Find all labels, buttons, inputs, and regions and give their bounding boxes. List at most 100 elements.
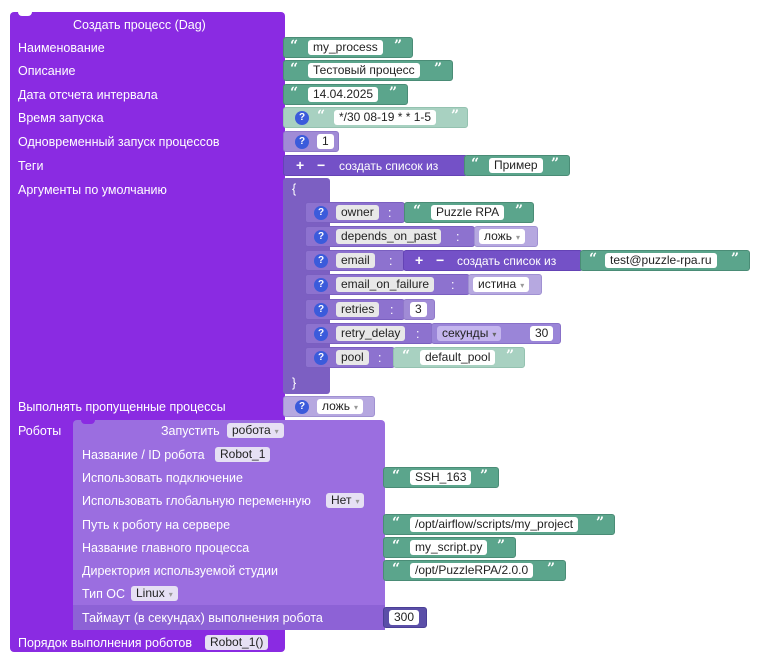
dict-close-brace: } [292,376,297,390]
order-label: Порядок выполнения роботов [18,636,192,650]
delay-key[interactable]: retry_delay [336,326,406,341]
description-input[interactable]: Тестовый процесс [308,63,420,78]
chevron-down-icon: ▾ [168,590,173,599]
add-item-icon[interactable]: + [296,157,305,173]
chevron-down-icon: ▾ [492,330,497,339]
robot-id-input[interactable]: Robot_1 [215,447,271,462]
email-list-block[interactable]: + − создать список из [403,250,583,271]
timeout-input[interactable]: 300 [389,610,420,625]
help-icon[interactable]: ? [314,351,328,365]
conn-input[interactable]: SSH_163 [410,470,472,485]
owner-input[interactable]: Puzzle RPA [431,205,505,220]
date-input[interactable]: 14.04.2025 [308,87,379,102]
tags-text-block[interactable]: “ Пример ” [464,155,570,176]
studio-text-block[interactable]: “ /opt/PuzzleRPA/2.0.0 ” [383,560,566,581]
main-text-block[interactable]: “ my_script.py ” [383,537,516,558]
retries-key[interactable]: retries [336,302,380,317]
help-icon[interactable]: ? [295,135,309,149]
delay-time-block[interactable]: секунды▾ 30 [431,323,561,344]
dict-row-failure[interactable]: ? email_on_failure : [305,274,470,295]
pool-text-block[interactable]: “ default_pool ” [393,347,525,368]
delay-value-input[interactable]: 30 [530,326,554,341]
robot-global-label: Использовать глобальную переменную [82,494,311,508]
retries-number-block[interactable]: 3 [403,299,435,320]
help-icon[interactable]: ? [314,206,328,220]
help-icon[interactable]: ? [314,327,328,341]
catchup-dropdown[interactable]: ложь▾ [317,399,363,414]
help-icon[interactable]: ? [314,230,328,244]
dict-row-pool[interactable]: ? pool : [305,347,395,368]
tags-list-block[interactable]: + − создать список из [283,155,468,176]
dict-row-delay[interactable]: ? retry_delay : [305,323,433,344]
pool-input[interactable]: default_pool [420,350,496,365]
timeout-number-block[interactable]: 300 [383,607,427,628]
help-icon[interactable]: ? [314,254,328,268]
owner-text-block[interactable]: “ Puzzle RPA ” [404,202,534,223]
help-icon[interactable]: ? [295,400,309,414]
schedule-label: Время запуска [18,111,104,125]
chevron-down-icon: ▾ [353,403,358,412]
help-icon[interactable]: ? [314,303,328,317]
path-input[interactable]: /opt/airflow/scripts/my_project [410,517,579,532]
chevron-down-icon: ▾ [274,427,279,436]
date-text-block[interactable]: “ 14.04.2025 ” [283,84,408,105]
robot-os-dropdown[interactable]: Linux▾ [131,586,178,601]
remove-item-icon[interactable]: − [436,252,445,268]
depends-dropdown[interactable]: ложь▾ [479,229,525,244]
description-text-block[interactable]: “ Тестовый процесс ” [283,60,453,81]
robot-run-dropdown[interactable]: робота▾ [227,423,284,438]
email-list-label: создать список из [457,254,557,268]
add-item-icon[interactable]: + [415,252,424,268]
delay-unit-dropdown[interactable]: секунды▾ [437,326,502,341]
retries-input[interactable]: 3 [410,302,427,317]
help-icon[interactable]: ? [314,278,328,292]
concurrent-label: Одновременный запуск процессов [18,135,220,149]
tags-list-label: создать список из [339,159,439,173]
name-input[interactable]: my_process [308,40,383,55]
robot-studio-label: Директория используемой студии [82,564,279,578]
order-value[interactable]: Robot_1() [205,635,269,650]
name-text-block[interactable]: “ my_process ” [283,37,413,58]
date-label: Дата отсчета интервала [18,88,158,102]
args-label: Аргументы по умолчанию [18,183,167,197]
failure-bool-block[interactable]: истина▾ [468,274,542,295]
dict-row-depends[interactable]: ? depends_on_past : [305,226,475,247]
email-text-block[interactable]: “ test@puzzle-rpa.ru ” [580,250,750,271]
pool-key[interactable]: pool [336,350,369,365]
email-key[interactable]: email [336,253,375,268]
depends-key[interactable]: depends_on_past [336,229,442,244]
conn-text-block[interactable]: “ SSH_163 ” [383,467,499,488]
failure-key[interactable]: email_on_failure [336,277,435,292]
catchup-bool-block[interactable]: ? ложь▾ [283,396,375,417]
schedule-input[interactable]: */30 08-19 * * 1-5 [334,110,437,125]
dict-row-email[interactable]: ? email : [305,250,405,271]
depends-bool-block[interactable]: ложь▾ [474,226,538,247]
dict-row-owner[interactable]: ? owner : [305,202,405,223]
path-text-block[interactable]: “ /opt/airflow/scripts/my_project ” [383,514,615,535]
robot-path-label: Путь к роботу на сервере [82,518,231,532]
robot-notch [81,420,95,424]
dict-row-retries[interactable]: ? retries : [305,299,405,320]
owner-key[interactable]: owner [336,205,379,220]
schedule-text-block[interactable]: ? “ */30 08-19 * * 1-5 ” [283,107,468,128]
concurrent-input[interactable]: 1 [317,134,334,149]
robot-os-label: Тип ОС [82,587,126,601]
help-icon[interactable]: ? [295,111,309,125]
robot-run-label: Запустить [161,424,220,438]
dag-title: Создать процесс (Dag) [73,18,206,32]
catchup-label: Выполнять пропущенные процессы [18,400,226,414]
email-input[interactable]: test@puzzle-rpa.ru [605,253,717,268]
studio-input[interactable]: /opt/PuzzleRPA/2.0.0 [410,563,534,578]
robot-timeout-label: Таймаут (в секундах) выполнения робота [82,611,323,625]
tags-input[interactable]: Пример [489,158,543,173]
dag-notch [18,12,32,16]
robot-global-dropdown[interactable]: Нет▾ [326,493,365,508]
failure-dropdown[interactable]: истина▾ [473,277,530,292]
chevron-down-icon: ▾ [515,233,520,242]
remove-item-icon[interactable]: − [317,157,326,173]
chevron-down-icon: ▾ [355,497,360,506]
dict-open-brace: { [292,182,297,196]
concurrent-number-block[interactable]: ? 1 [283,131,339,152]
tags-label: Теги [18,159,44,173]
main-input[interactable]: my_script.py [410,540,488,555]
